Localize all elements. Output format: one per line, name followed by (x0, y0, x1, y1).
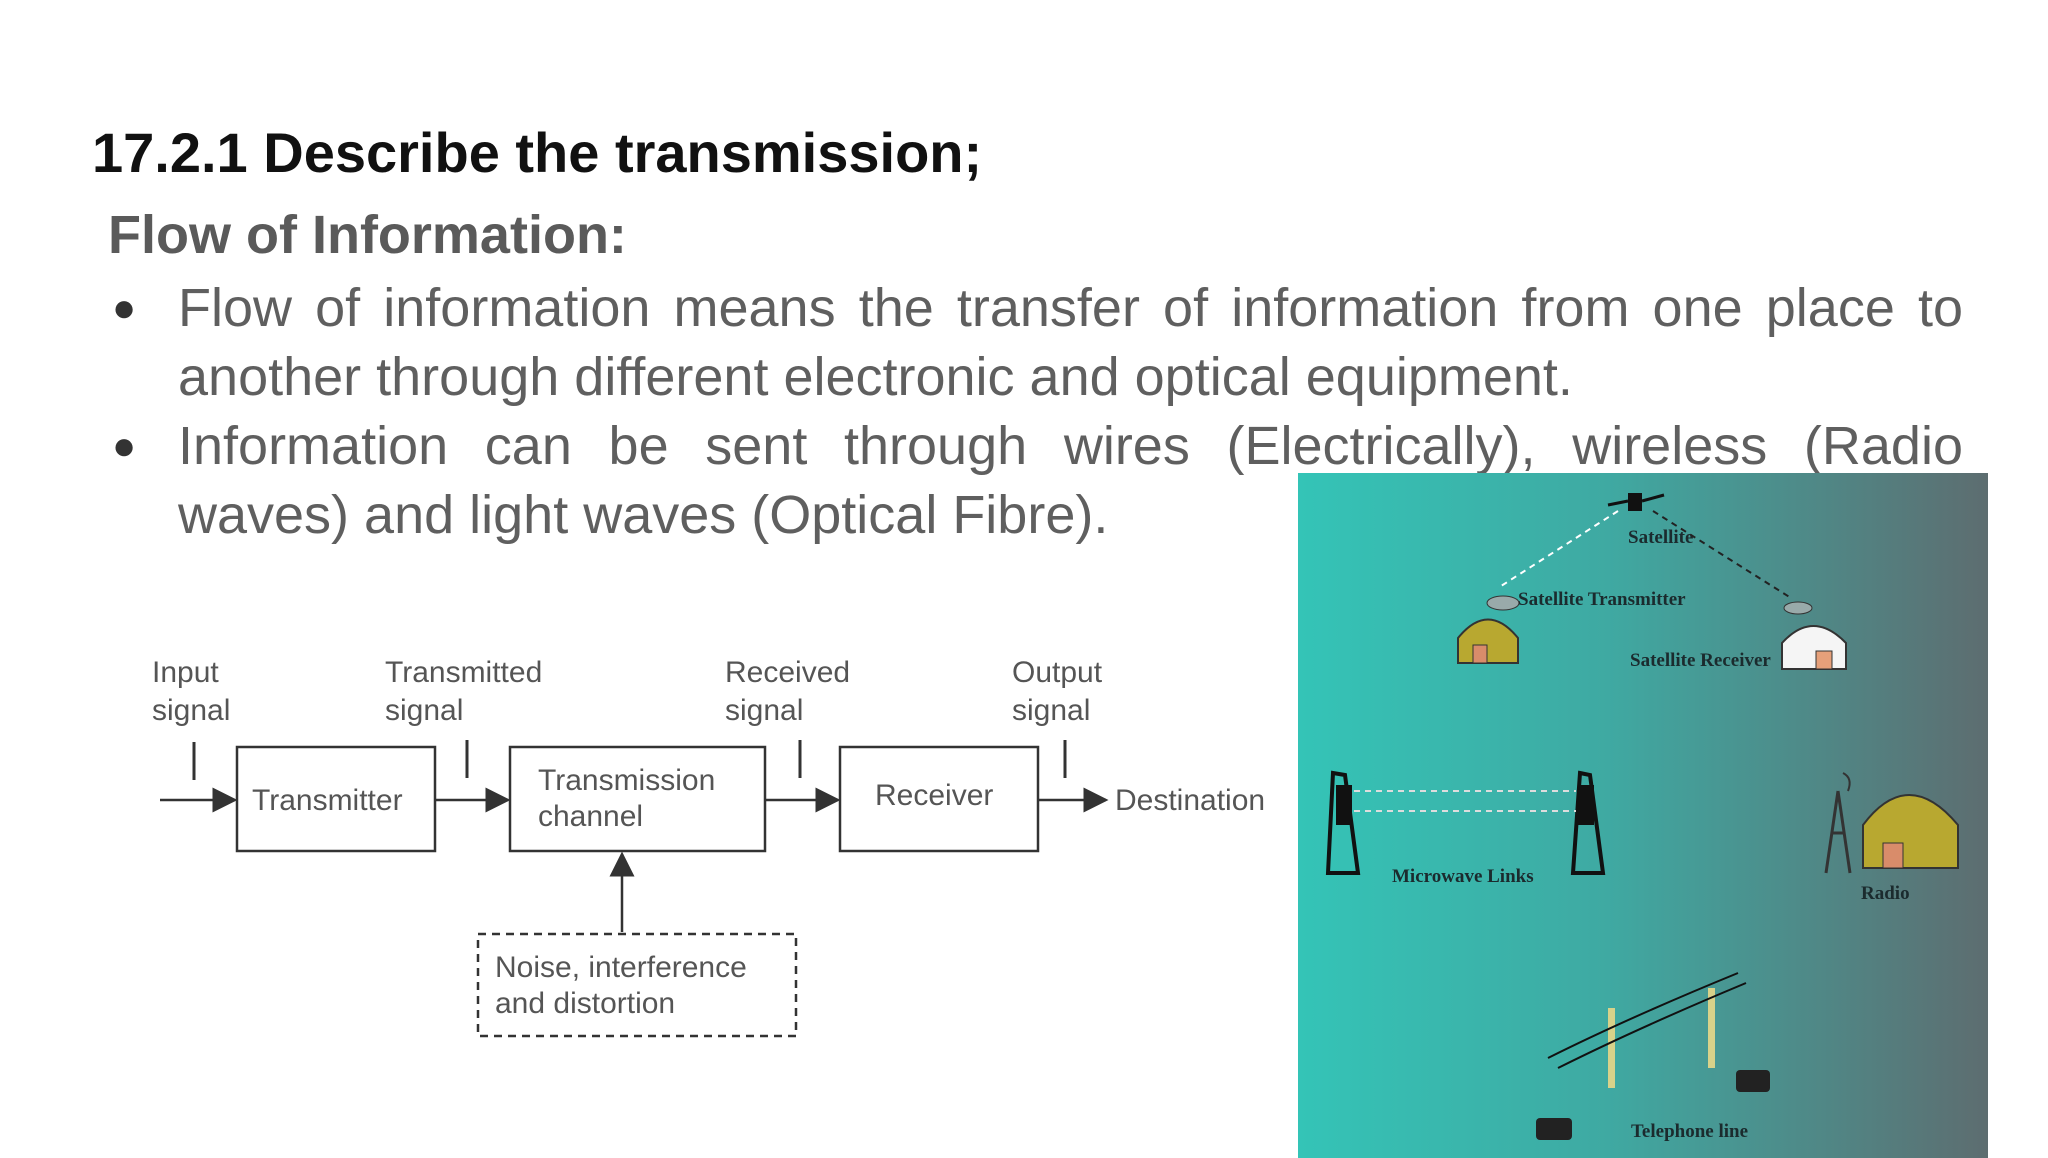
satellite-label: Satellite (1628, 527, 1693, 548)
microwave-tower-right-icon (1570, 770, 1606, 875)
telephone-icon (1536, 1070, 1770, 1140)
transmitted-signal-label: Transmitted (385, 656, 542, 689)
bullet-item: ● Information can be sent through wires … (108, 412, 1963, 550)
output-signal-label: Output (1012, 656, 1103, 689)
satellite-transmitter-house-icon (1457, 595, 1520, 664)
bullet-list: ● Flow of information means the transfer… (108, 274, 1963, 550)
telephone-pole-icon (1547, 972, 1747, 1088)
receiver-label: Receiver (875, 779, 993, 812)
receiver-block (838, 745, 1040, 853)
satellite-receiver-house-icon (1781, 601, 1847, 670)
noise-label: Noise, interference (495, 951, 747, 984)
satellite-transmitter-label: Satellite Transmitter (1518, 589, 1686, 610)
slide-subheading: Flow of Information: (108, 205, 627, 265)
downlink-line (1652, 510, 1792, 599)
channel-label: channel (538, 800, 643, 833)
channel-block (508, 745, 767, 853)
input-signal-label: signal (152, 694, 230, 727)
received-signal-label: Received (725, 656, 850, 689)
satellite-icon (1607, 493, 1665, 511)
bullet-text: Flow of information means the transfer o… (178, 278, 1963, 407)
destination-label: Destination (1115, 784, 1265, 817)
satellite-receiver-label: Satellite Receiver (1630, 650, 1771, 671)
noise-label: and distortion (495, 987, 675, 1020)
microwave-tower-left-icon (1325, 770, 1361, 875)
bullet-dot-icon: ● (112, 286, 137, 330)
noise-block (476, 932, 798, 1038)
transmitter-label: Transmitter (252, 784, 403, 817)
bullet-dot-icon: ● (112, 424, 137, 468)
transmission-block-diagram: Input signal Transmitted signal Received… (152, 656, 1265, 1038)
transmitted-signal-label: signal (385, 694, 463, 727)
transmitter-block (235, 745, 437, 853)
telephone-line-label: Telephone line (1631, 1121, 1748, 1142)
microwave-links-label: Microwave Links (1392, 866, 1534, 887)
communication-network-illustration: Satellite Satellite Transmitter Satellit… (1298, 473, 1988, 1158)
uplink-line (1497, 510, 1619, 589)
input-signal-label: Input (152, 656, 219, 689)
slide-heading: 17.2.1 Describe the transmission; (92, 121, 983, 184)
radio-label: Radio (1861, 883, 1910, 904)
radio-tower-icon (1824, 772, 1852, 874)
output-signal-label: signal (1012, 694, 1090, 727)
received-signal-label: signal (725, 694, 803, 727)
channel-label: Transmission (538, 764, 715, 797)
radio-house-icon (1862, 794, 1959, 869)
bullet-item: ● Flow of information means the transfer… (108, 274, 1963, 412)
bullet-text: Information can be sent through wires (E… (178, 416, 1963, 545)
